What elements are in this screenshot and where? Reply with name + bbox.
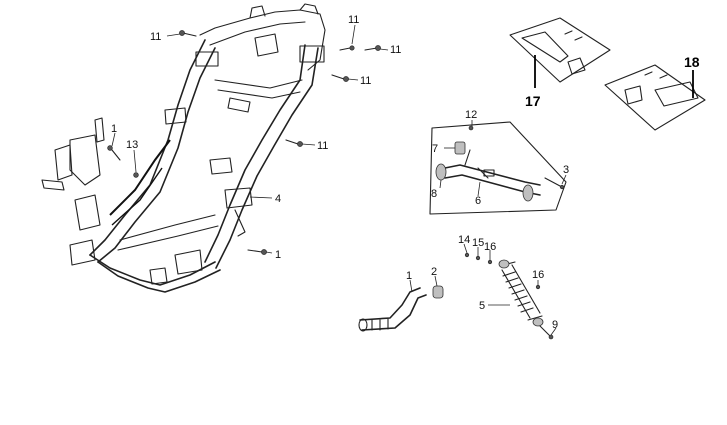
side-stand-assembly	[358, 285, 444, 332]
callout-12: 12	[465, 109, 477, 121]
callout-9: 9	[552, 319, 558, 331]
bracket-kit-18	[604, 64, 706, 131]
callout-11: 11	[348, 14, 359, 26]
bracket-kit-17	[509, 17, 611, 83]
frame-bolts	[107, 30, 381, 255]
callout-4: 4	[275, 193, 281, 205]
callout-11: 11	[150, 31, 161, 43]
callout-17: 17	[525, 93, 541, 109]
main-frame	[41, 3, 326, 293]
callout-16: 16	[484, 241, 496, 253]
callout-1: 1	[275, 249, 281, 261]
callout-13: 13	[126, 139, 138, 151]
callout-2: 2	[431, 266, 437, 278]
center-stand-assembly	[429, 121, 567, 215]
rear-shock-absorber	[464, 252, 554, 340]
callout-5: 5	[479, 300, 485, 312]
callout-3: 3	[563, 164, 569, 176]
callout-11: 11	[360, 75, 371, 87]
callout-1: 1	[111, 123, 117, 135]
callout-18: 18	[684, 54, 700, 70]
callout-1: 1	[406, 270, 412, 282]
callout-11: 11	[390, 44, 401, 56]
callout-7: 7	[432, 143, 438, 155]
leader-lines	[111, 24, 694, 336]
callout-11: 11	[317, 140, 328, 152]
callout-labels: 11 11 11 11 11 1 13 4 1 12 7 3 8 6 14 15…	[111, 14, 700, 331]
callout-14: 14	[458, 234, 470, 246]
callout-8: 8	[431, 188, 437, 200]
callout-15: 15	[472, 237, 484, 249]
callout-16: 16	[532, 269, 544, 281]
callout-6: 6	[475, 195, 481, 207]
